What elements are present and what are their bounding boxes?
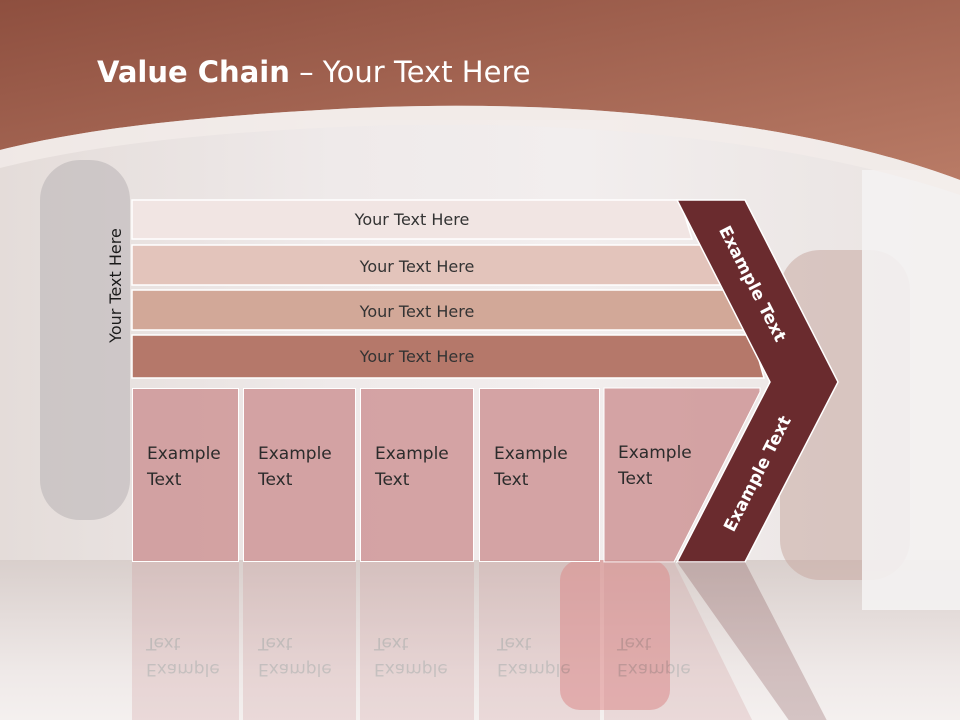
svg-text:Text: Text bbox=[616, 633, 652, 653]
svg-text:Example: Example bbox=[146, 659, 220, 679]
svg-text:Example: Example bbox=[497, 659, 571, 679]
primary-activity-label: Example Text bbox=[375, 444, 449, 490]
svg-text:Text: Text bbox=[145, 633, 181, 653]
background-figure bbox=[40, 160, 130, 520]
primary-activity-box: Example Text bbox=[360, 388, 474, 562]
reflection-inner: Example Text Example Text Example Text E… bbox=[0, 562, 960, 720]
side-label: Your Text Here bbox=[100, 210, 130, 360]
header-band bbox=[0, 0, 960, 195]
background-column bbox=[862, 170, 960, 610]
primary-activity-box: Example Text bbox=[132, 388, 239, 562]
primary-activity-box: Example Text bbox=[243, 388, 356, 562]
page-title: Value Chain – Your Text Here bbox=[97, 55, 531, 89]
background-figure bbox=[560, 560, 670, 710]
svg-text:Example: Example bbox=[258, 659, 332, 679]
title-bold: Value Chain bbox=[97, 55, 290, 89]
support-row-label: Your Text Here bbox=[359, 346, 475, 366]
svg-text:Text: Text bbox=[257, 633, 293, 653]
support-row-label: Your Text Here bbox=[359, 256, 475, 276]
svg-text:Text: Text bbox=[373, 633, 409, 653]
side-label-text: Your Text Here bbox=[105, 227, 125, 343]
primary-activity-label: Example Text bbox=[258, 444, 332, 490]
svg-text:Text: Text bbox=[496, 633, 532, 653]
reflection: Example Text Example Text Example Text E… bbox=[0, 562, 960, 720]
primary-activity-label: Example Text bbox=[147, 444, 221, 490]
primary-activity-box: Example Text bbox=[604, 388, 734, 562]
support-row-label: Your Text Here bbox=[359, 301, 475, 321]
primary-activity-box: Example Text bbox=[479, 388, 600, 562]
support-row-label: Your Text Here bbox=[354, 209, 470, 229]
title-rest: – Your Text Here bbox=[289, 55, 531, 89]
primary-activity-label: Example Text bbox=[494, 444, 568, 490]
svg-text:Example: Example bbox=[374, 659, 448, 679]
reflection-graphic: Example Text Example Text Example Text E… bbox=[132, 562, 827, 720]
primary-activity-label: Example Text bbox=[618, 443, 692, 489]
svg-text:Example: Example bbox=[617, 659, 691, 679]
background-floor bbox=[0, 560, 960, 720]
